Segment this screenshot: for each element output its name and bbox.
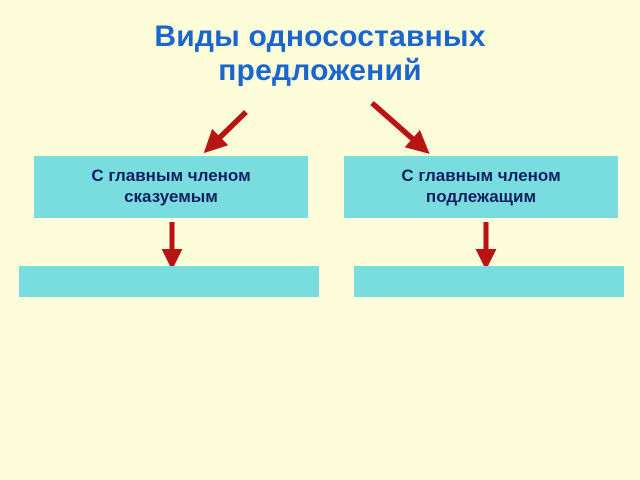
box-main-member-subject: С главным членом подлежащим — [344, 156, 618, 218]
box-subject-subtypes-empty — [354, 266, 624, 297]
arrow-title-to-subject — [370, 100, 430, 154]
arrow-title-to-predicate — [203, 110, 248, 154]
box-predicate-subtypes-empty — [19, 266, 319, 297]
box-main-member-predicate: С главным членом сказуемым — [34, 156, 308, 218]
page-title: Виды односоставных предложений — [154, 20, 486, 87]
